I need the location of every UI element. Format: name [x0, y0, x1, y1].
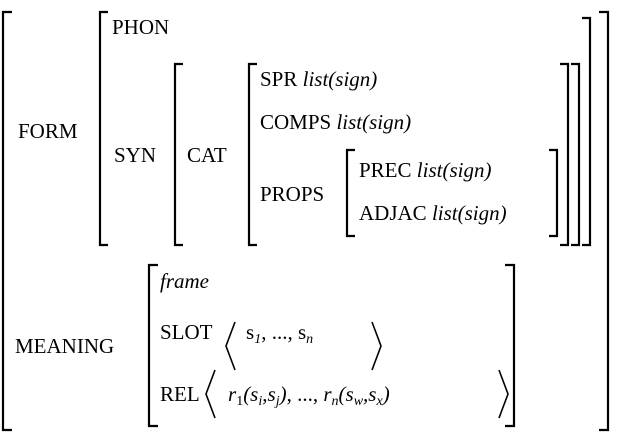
rel-r1: r — [228, 382, 237, 406]
outer-right-bracket — [599, 10, 610, 432]
props-right-bracket — [549, 148, 559, 238]
slot-attr: SLOT — [160, 320, 213, 344]
form-right-bracket — [582, 16, 592, 247]
form-left-bracket — [98, 10, 108, 247]
frame-type: frame — [160, 269, 209, 293]
cat-left-bracket — [247, 62, 257, 247]
adjac-value: list(sign) — [431, 201, 507, 225]
spr-attr: SPR — [260, 67, 298, 91]
rel-rn-args: (s — [338, 382, 354, 406]
rel-attr: REL — [160, 382, 200, 406]
syn-right-bracket — [571, 62, 581, 247]
rel-r1-close: ) — [279, 382, 287, 406]
rel-r1-b: j — [275, 394, 280, 409]
rel-r1-args: (s — [243, 382, 259, 406]
slot-sep: , ..., — [261, 320, 298, 344]
rel-rn-sub: n — [331, 394, 339, 409]
rel-rn-b: x — [376, 394, 383, 409]
slot-right-angle — [371, 321, 382, 371]
rel-right-angle — [498, 369, 509, 419]
rel-left-angle — [205, 369, 216, 419]
comps-value: list(sign) — [336, 110, 412, 134]
slot-first: s — [246, 320, 255, 344]
meaning-label: MEANING — [15, 334, 115, 358]
syn-label: SYN — [114, 143, 157, 167]
prec-attr: PREC — [359, 158, 412, 182]
rel-r1-mid: ,s — [262, 382, 276, 406]
comps-attr: COMPS — [260, 110, 332, 134]
props-left-bracket — [345, 148, 355, 238]
prec-value: list(sign) — [416, 158, 492, 182]
slot-value: s1, ..., sn — [246, 320, 313, 352]
rel-value: r1(si,sj), ..., rn(sw,sx) — [228, 382, 390, 414]
meaning-left-bracket — [147, 263, 158, 428]
cat-right-bracket — [560, 62, 570, 247]
syn-left-bracket — [173, 62, 183, 247]
rel-rn-a: w — [353, 394, 364, 409]
outer-left-bracket — [1, 10, 12, 432]
prec-row: PREC list(sign) — [359, 158, 491, 182]
form-label: FORM — [18, 119, 78, 143]
rel-sep: , ..., — [286, 382, 324, 406]
meaning-right-bracket — [505, 263, 516, 428]
cat-label: CAT — [187, 143, 227, 167]
rel-rn: r — [323, 382, 332, 406]
spr-row: SPR list(sign) — [260, 67, 377, 91]
adjac-row: ADJAC list(sign) — [359, 201, 507, 225]
rel-rn-mid: ,s — [363, 382, 377, 406]
comps-row: COMPS list(sign) — [260, 110, 411, 134]
rel-r1-sub: 1 — [236, 394, 244, 409]
slot-last-sub: n — [306, 332, 314, 347]
rel-rn-close: ) — [382, 382, 390, 406]
props-label: PROPS — [260, 182, 325, 206]
phon-label: PHON — [112, 15, 170, 39]
slot-left-angle — [225, 321, 236, 371]
spr-value: list(sign) — [302, 67, 378, 91]
slot-first-sub: 1 — [254, 332, 262, 347]
adjac-attr: ADJAC — [359, 201, 427, 225]
slot-last: s — [297, 320, 307, 344]
rel-r1-a: i — [258, 394, 263, 409]
